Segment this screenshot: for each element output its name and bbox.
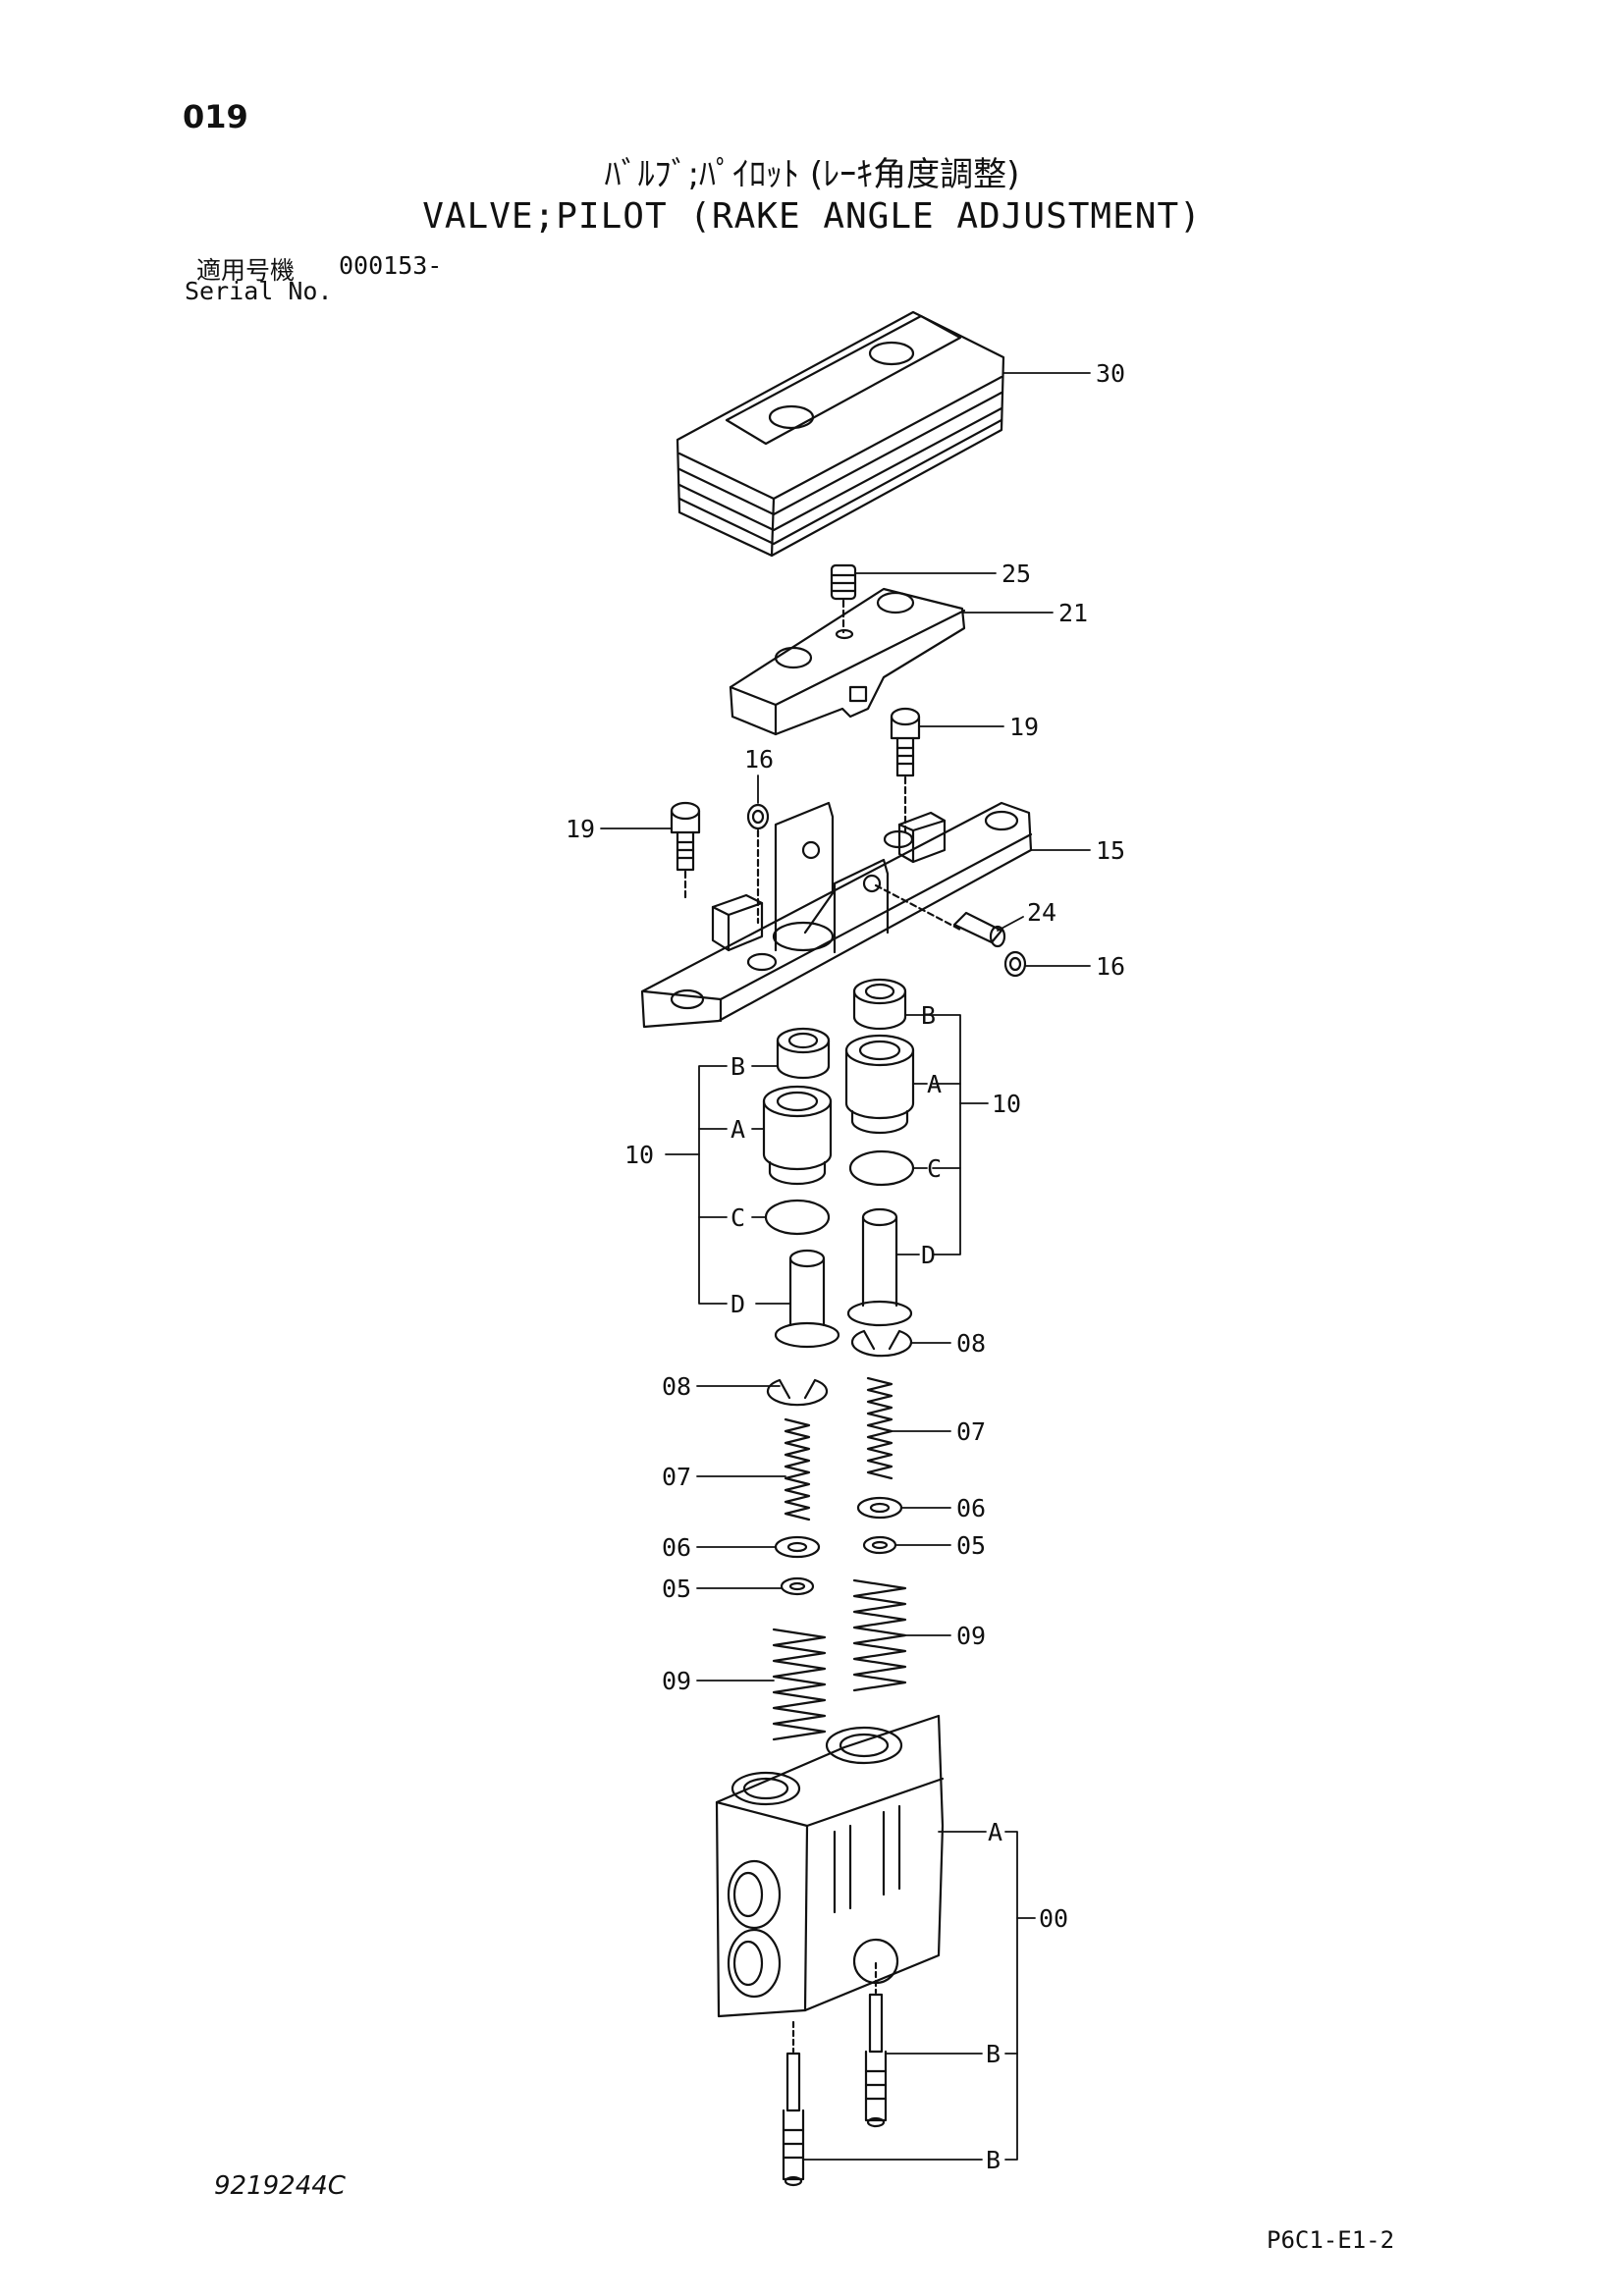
callout-00: 00 <box>1039 1904 1068 1933</box>
callout-21: 21 <box>1058 599 1088 627</box>
part-21-cam-plate-drawing <box>729 587 966 736</box>
part-19-left-bolt-drawing <box>670 801 701 901</box>
callout-15: 15 <box>1096 836 1125 865</box>
part-25-plug-drawing <box>830 563 857 634</box>
callout-06-right: 06 <box>956 1494 986 1522</box>
callout-24: 24 <box>1027 898 1056 927</box>
part-19-right-bolt-drawing <box>890 707 921 834</box>
callout-16-lower: 16 <box>1096 952 1125 981</box>
title-english: VALVE;PILOT (RAKE ANGLE ADJUSTMENT) <box>422 196 1202 237</box>
callout-10-right: 10 <box>992 1090 1021 1118</box>
serial-number: 000153- <box>339 251 443 280</box>
label-left-d: D <box>731 1290 745 1318</box>
callout-labels: 30 25 21 19 16 19 15 24 16 10 10 B A C D… <box>566 359 1125 2174</box>
callout-09-left: 09 <box>662 1667 691 1695</box>
label-right-a: A <box>927 1070 942 1098</box>
callout-19-right: 19 <box>1009 713 1039 741</box>
callout-07-right: 07 <box>956 1417 986 1446</box>
part-24-pin-drawing <box>874 883 1006 948</box>
label-spool-b-lower: B <box>986 2146 1001 2174</box>
label-right-c: C <box>927 1154 942 1183</box>
part-00-valve-body-drawing <box>715 1714 945 2187</box>
callout-30: 30 <box>1096 359 1125 388</box>
part-16-lower-seal-drawing <box>1003 950 1027 978</box>
callout-08-left: 08 <box>662 1372 691 1401</box>
callout-05-left: 05 <box>662 1575 691 1603</box>
page-number: 019 <box>183 98 248 135</box>
part-30-boot-drawing <box>676 310 1005 558</box>
label-spool-b-upper: B <box>986 2040 1001 2068</box>
callout-06-left: 06 <box>662 1533 691 1562</box>
label-left-b: B <box>731 1052 745 1081</box>
part-16-upper-seal-drawing <box>746 803 770 925</box>
callout-19-left: 19 <box>566 815 595 843</box>
page-reference: P6C1-E1-2 <box>1267 2226 1395 2254</box>
serial-label-english: Serial No. <box>185 277 333 305</box>
label-left-c: C <box>731 1203 745 1232</box>
label-left-a: A <box>731 1115 745 1144</box>
label-right-d: D <box>921 1241 936 1269</box>
leader-lines <box>600 372 1091 2161</box>
callout-10-left: 10 <box>624 1141 654 1169</box>
label-right-b: B <box>921 1001 936 1030</box>
title-japanese: ﾊﾞﾙﾌﾞ;ﾊﾟｲﾛｯﾄ (ﾚｰｷ角度調整) <box>604 155 1020 194</box>
serial-label-japanese: 適用号機 <box>196 256 296 285</box>
callout-05-right: 05 <box>956 1531 986 1560</box>
callout-25: 25 <box>1001 560 1031 588</box>
callout-09-right: 09 <box>956 1622 986 1650</box>
part-15-plate-drawing <box>640 801 1033 1029</box>
right-stack-drawing <box>844 978 915 1692</box>
callout-07-left: 07 <box>662 1463 691 1491</box>
callout-16-upper: 16 <box>744 745 774 774</box>
callout-08-right: 08 <box>956 1329 986 1358</box>
left-stack-drawing <box>762 1027 840 1741</box>
drawing-number: 9219244C <box>214 2171 346 2201</box>
label-body-a: A <box>988 1818 1002 1846</box>
